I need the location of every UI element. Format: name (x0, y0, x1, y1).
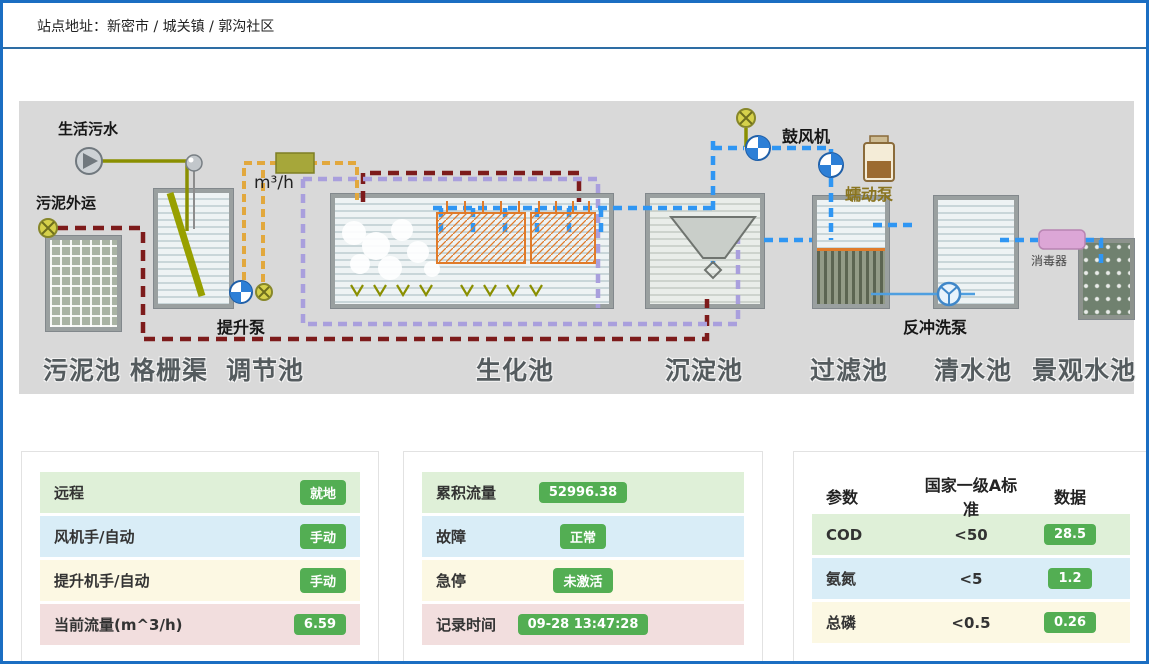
col-header-data: 数据 (1053, 488, 1086, 507)
dosing-tank-icon (863, 135, 895, 182)
process-diagram: 生活污水 污泥外运 m³/h 提升泵 鼓风机 蠕动泵 反冲洗泵 消毒器 污泥池 … (19, 101, 1137, 394)
panel-control: 远程 就地 风机手/自动 手动 提升机手/自动 手动 当前流量(m^3/h) 6… (21, 451, 379, 661)
quality-row-ammonia: 氨氮 <5 1.2 (812, 558, 1130, 599)
tank-label-filter: 过滤池 (809, 356, 889, 385)
lift-pump-label: 提升泵 (217, 318, 266, 337)
tank-sedimentation (646, 194, 764, 308)
col-header-param: 参数 (826, 488, 859, 507)
value-badge: 0.26 (1043, 612, 1097, 633)
status-row-estop: 急停 未激活 (422, 560, 744, 601)
col-header-standard: 国家一级A标准 (924, 476, 1018, 519)
tank-landscape (1079, 239, 1134, 319)
panel-status: 累积流量 52996.38 故障 正常 急停 未激活 记录时间 09-28 13… (403, 451, 763, 661)
status-badge: 正常 (559, 524, 606, 549)
value-badge: 1.2 (1048, 568, 1092, 589)
status-badge: 手动 (299, 524, 346, 549)
status-row-fault: 故障 正常 (422, 516, 744, 557)
tank-label-sedimentation: 沉淀池 (664, 356, 744, 385)
tank-grid-channel (154, 189, 233, 308)
status-badge: 手动 (299, 568, 346, 593)
tank-label-sludge: 污泥池 (42, 356, 122, 385)
blower-fan-icon-2 (818, 152, 844, 178)
timestamp-badge: 09-28 13:47:28 (517, 614, 649, 635)
row-label: 提升机手/自动 (54, 572, 150, 590)
sludge-out-label: 污泥外运 (36, 194, 97, 212)
tank-label-regulating: 调节池 (225, 356, 305, 385)
param-standard: <5 (959, 569, 983, 588)
param-name: COD (826, 525, 863, 544)
param-standard: <50 (954, 525, 988, 544)
tank-label-landscape: 景观水池 (1031, 356, 1137, 385)
backwash-pump-label: 反冲洗泵 (903, 318, 968, 337)
row-label: 累积流量 (436, 484, 497, 502)
param-name: 氨氮 (826, 570, 857, 588)
status-row-total-flow: 累积流量 52996.38 (422, 472, 744, 513)
filter-media-line (817, 247, 885, 251)
blower-label: 鼓风机 (782, 127, 831, 146)
status-row-record-time: 记录时间 09-28 13:47:28 (422, 604, 744, 645)
row-label: 远程 (54, 484, 85, 502)
panel-quality: 参数 国家一级A标准 数据 COD <50 28.5 氨氮 <5 1.2 总磷 … (793, 451, 1146, 661)
blower-valve-icon (736, 108, 756, 128)
site-breadcrumb: 站点地址：新密市 / 城关镇 / 郭沟社区 (37, 19, 275, 35)
row-label: 故障 (436, 528, 467, 546)
tank-biochemical (331, 194, 613, 308)
blower-fan-icon (745, 135, 771, 161)
row-label: 风机手/自动 (54, 528, 135, 546)
flow-meter (275, 152, 315, 174)
lift-valve-icon (255, 283, 273, 301)
tank-label-biochemical: 生化池 (475, 356, 555, 385)
control-row-current-flow: 当前流量(m^3/h) 6.59 (40, 604, 360, 645)
tank-filter (813, 196, 889, 308)
quality-header-row: 参数 国家一级A标准 数据 (812, 472, 1130, 519)
status-badge: 未激活 (553, 568, 613, 593)
tank-label-clearwater: 清水池 (933, 356, 1013, 385)
control-row-lift-mode: 提升机手/自动 手动 (40, 560, 360, 601)
control-row-fan-mode: 风机手/自动 手动 (40, 516, 360, 557)
param-standard: <0.5 (951, 613, 991, 632)
tank-clearwater (934, 196, 1018, 308)
value-badge: 28.5 (1043, 524, 1097, 545)
tank-sludge (46, 236, 121, 331)
control-row-remote: 远程 就地 (40, 472, 360, 513)
inflow-pump-icon (75, 147, 103, 175)
row-label: 当前流量(m^3/h) (54, 616, 183, 634)
flow-unit-label: m³/h (254, 173, 294, 193)
status-badge: 就地 (299, 480, 346, 505)
sludge-valve-icon (38, 218, 58, 238)
row-label: 记录时间 (436, 616, 497, 634)
quality-row-cod: COD <50 28.5 (812, 514, 1130, 555)
tank-label-grid-channel: 格栅渠 (129, 356, 209, 385)
disinfector-label: 消毒器 (1031, 254, 1068, 268)
value-badge: 6.59 (293, 614, 346, 635)
quality-row-phosphorus: 总磷 <0.5 0.26 (812, 602, 1130, 643)
lift-pump-icon (229, 280, 253, 304)
header-bar: 站点地址：新密市 / 城关镇 / 郭沟社区 (3, 3, 1146, 49)
inflow-label: 生活污水 (58, 120, 119, 138)
value-badge: 52996.38 (538, 482, 628, 503)
peristaltic-pump-label: 蠕动泵 (845, 185, 894, 204)
param-name: 总磷 (826, 614, 857, 632)
row-label: 急停 (436, 572, 467, 590)
